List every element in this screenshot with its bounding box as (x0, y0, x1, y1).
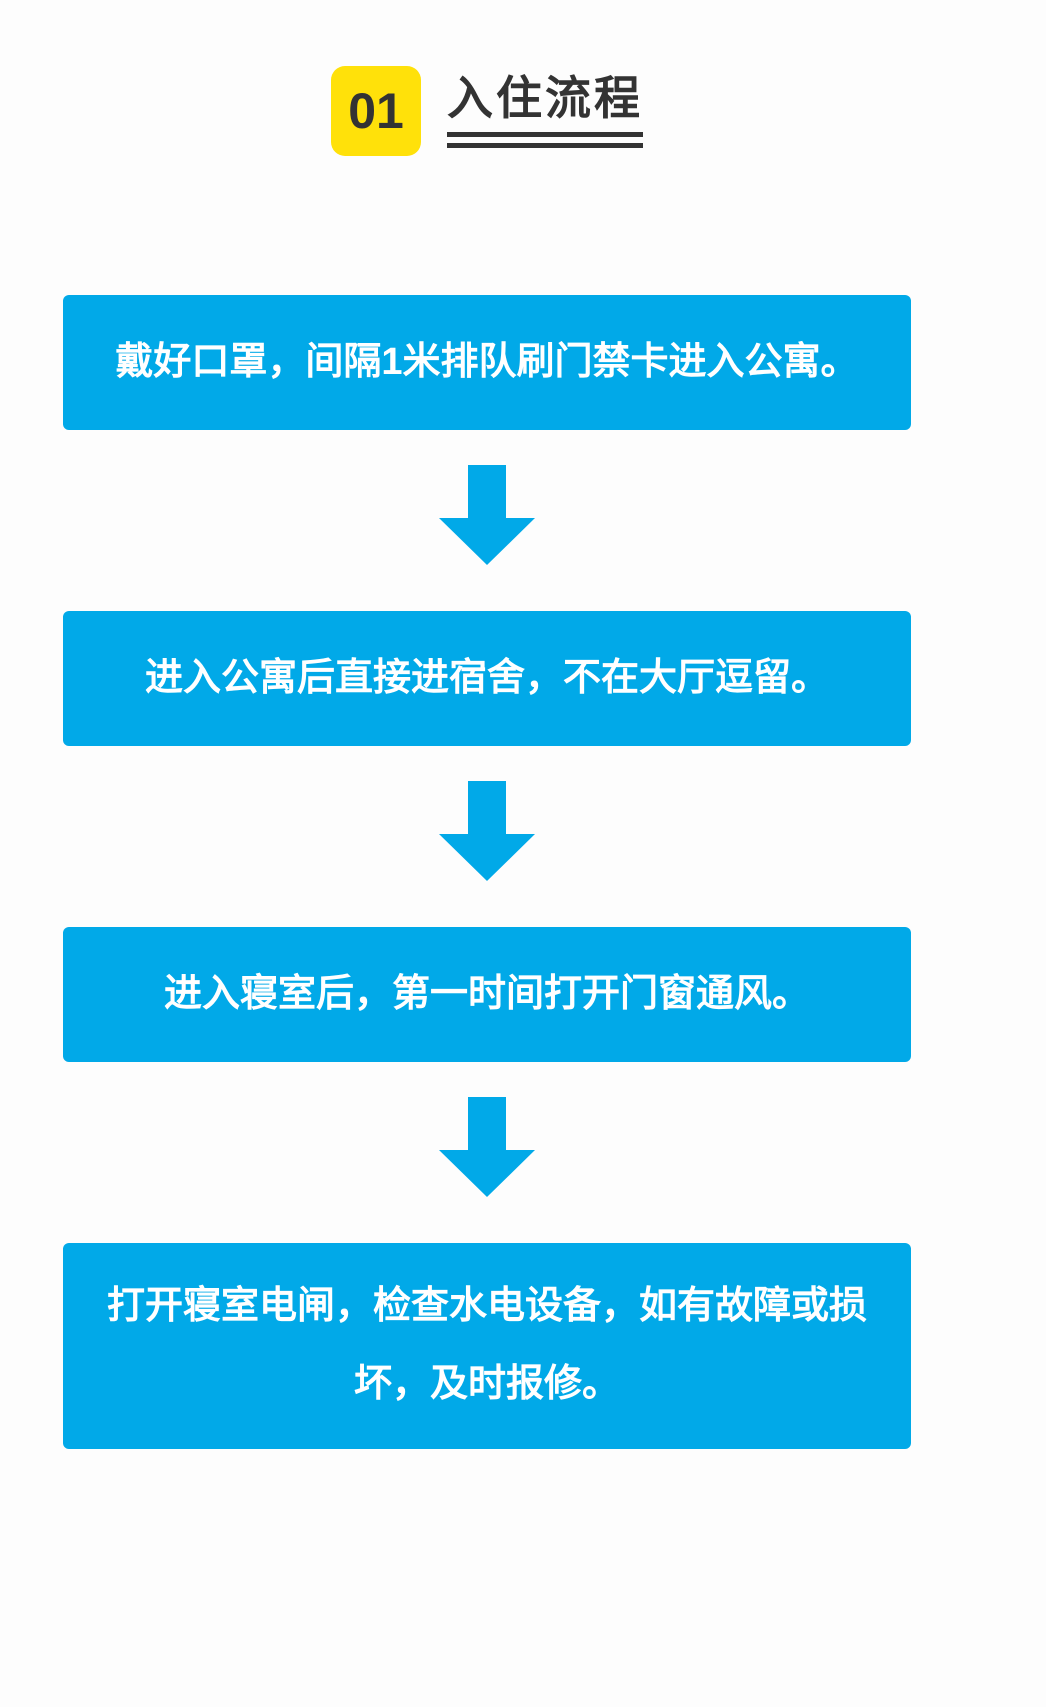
flowchart: 戴好口罩，间隔1米排队刷门禁卡进入公寓。 进入公寓后直接进宿舍，不在大厅逗留。 … (63, 295, 911, 1449)
step-text-1: 戴好口罩，间隔1米排队刷门禁卡进入公寓。 (115, 340, 859, 383)
underline-bar (447, 131, 643, 137)
title-block: 入住流程 (447, 75, 643, 148)
arrow-down-icon (439, 465, 535, 565)
title-underline (447, 131, 643, 148)
step-box-3: 进入寝室后，第一时间打开门窗通风。 (63, 927, 911, 1062)
step-box-2: 进入公寓后直接进宿舍，不在大厅逗留。 (63, 611, 911, 746)
step-text-2: 进入公寓后直接进宿舍，不在大厅逗留。 (144, 656, 829, 699)
arrow-down-icon (439, 1097, 535, 1197)
step-box-1: 戴好口罩，间隔1米排队刷门禁卡进入公寓。 (63, 295, 911, 430)
step-text-3: 进入寝室后，第一时间打开门窗通风。 (163, 972, 810, 1015)
arrow-down-icon (439, 781, 535, 881)
infographic-page: 01 入住流程 戴好口罩，间隔1米排队刷门禁卡进入公寓。 进入公寓后直接进宿舍，… (63, 0, 911, 1449)
step-box-4: 打开寝室电闸，检查水电设备，如有故障或损坏，及时报修。 (63, 1243, 911, 1449)
page-title: 入住流程 (447, 71, 643, 124)
section-number-badge: 01 (331, 66, 421, 156)
underline-bar (447, 142, 643, 148)
section-header: 01 入住流程 (63, 0, 911, 156)
step-text-4: 打开寝室电闸，检查水电设备，如有故障或损坏，及时报修。 (107, 1285, 868, 1405)
